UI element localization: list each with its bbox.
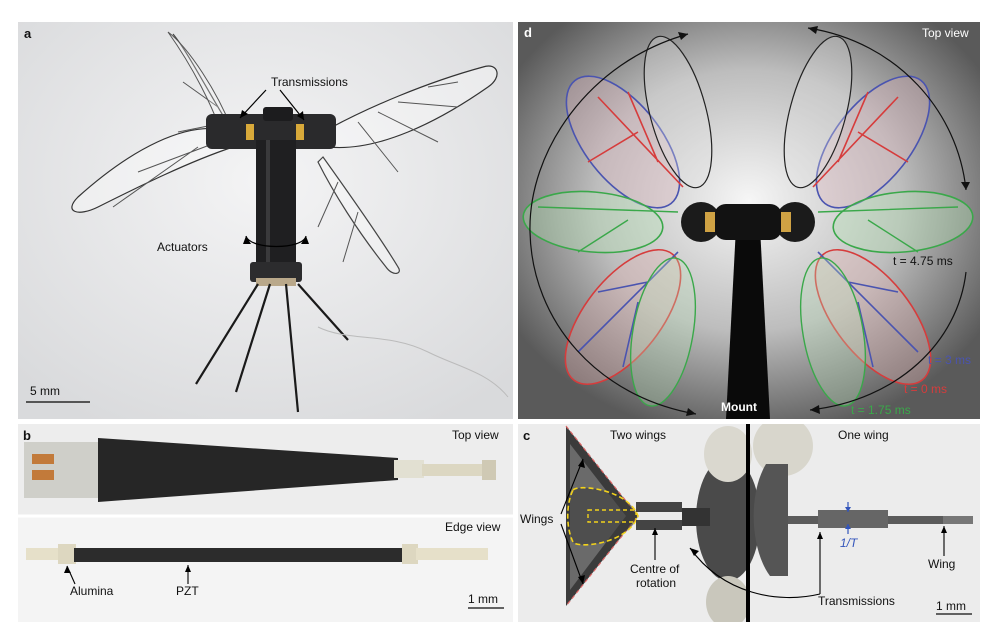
label-rotation: rotation: [636, 576, 677, 590]
left-upper-wing: [167, 31, 234, 138]
left-wing: [71, 127, 234, 213]
robot-insect-photo: [18, 22, 513, 419]
label-wings: Wings: [520, 512, 554, 526]
left-sweep-arc: [529, 33, 697, 415]
label-actuators: Actuators: [157, 240, 208, 254]
scale-bar-label-a: 5 mm: [30, 384, 60, 398]
left-wing-green: [522, 190, 664, 254]
label-centre-of: Centre of: [630, 562, 680, 576]
transmission-photo: [518, 424, 980, 622]
right-lower-wing: [317, 156, 400, 274]
right-wing: [322, 65, 498, 149]
label-t-3: t = 3 ms: [928, 353, 972, 367]
label-t-1-75: t = 1.75 ms: [851, 403, 911, 417]
actuator-column: [256, 140, 296, 280]
right-wing-blue: [815, 75, 931, 209]
panel-b: b Top view Edge view Alumina PZT 1 mm: [18, 424, 513, 622]
wing-stroke-composite: [518, 22, 980, 419]
actuator-edge-view: [26, 548, 62, 560]
legs: [195, 283, 349, 413]
actuator-photo: [18, 424, 513, 622]
right-sweep-arc: [807, 27, 967, 191]
right-lower-arc: [809, 271, 967, 411]
scale-bar-label-b: 1 mm: [468, 592, 498, 606]
panel-label-d: d: [524, 25, 532, 40]
panel-label-b: b: [23, 428, 31, 443]
left-wing-lower-green: [630, 257, 696, 407]
base: [250, 262, 302, 282]
right-wing-lower-green: [800, 257, 866, 407]
divider: [746, 424, 750, 622]
rotation-outline: [566, 487, 639, 546]
transmissions-curve-arrow: [689, 547, 821, 599]
label-transmissions-c: Transmissions: [818, 594, 895, 608]
label-one-wing: One wing: [838, 428, 889, 442]
right-wing-black-top: [783, 35, 853, 189]
label-wing-c: Wing: [928, 557, 956, 571]
label-alumina: Alumina: [70, 584, 114, 598]
transmission-block: [206, 114, 336, 149]
label-pzt: PZT: [176, 584, 199, 598]
label-top-view-b: Top view: [452, 428, 499, 442]
panel-label-c: c: [523, 428, 531, 443]
right-wing-lower-red: [814, 248, 932, 386]
label-t-4-75: t = 4.75 ms: [893, 254, 953, 268]
left-wing-black-top: [643, 35, 713, 189]
panel-label-a: a: [24, 26, 32, 41]
label-mount: Mount: [721, 400, 757, 414]
center-body-c: [696, 457, 760, 581]
label-top-view-d: Top view: [922, 26, 969, 40]
label-one-over-t: 1/T: [840, 536, 858, 550]
scale-bar-label-c: 1 mm: [936, 599, 966, 613]
center-body: [714, 204, 782, 240]
mount: [726, 227, 770, 419]
label-two-wings: Two wings: [610, 428, 667, 442]
left-wing-lower-red: [564, 248, 682, 386]
label-t-0: t = 0 ms: [904, 382, 948, 396]
panel-a: a Transmissions Actuators 5 mm: [18, 22, 513, 419]
panel-c: c Two wings One wing Wings Centre of rot…: [518, 424, 980, 622]
label-transmissions-a: Transmissions: [271, 75, 348, 89]
left-wing-blue: [565, 75, 681, 209]
label-edge-view: Edge view: [445, 520, 501, 534]
right-wing-green: [832, 190, 974, 254]
panel-d: d Top view t = 4.75 ms t = 3 ms t = 0 ms…: [518, 22, 980, 419]
